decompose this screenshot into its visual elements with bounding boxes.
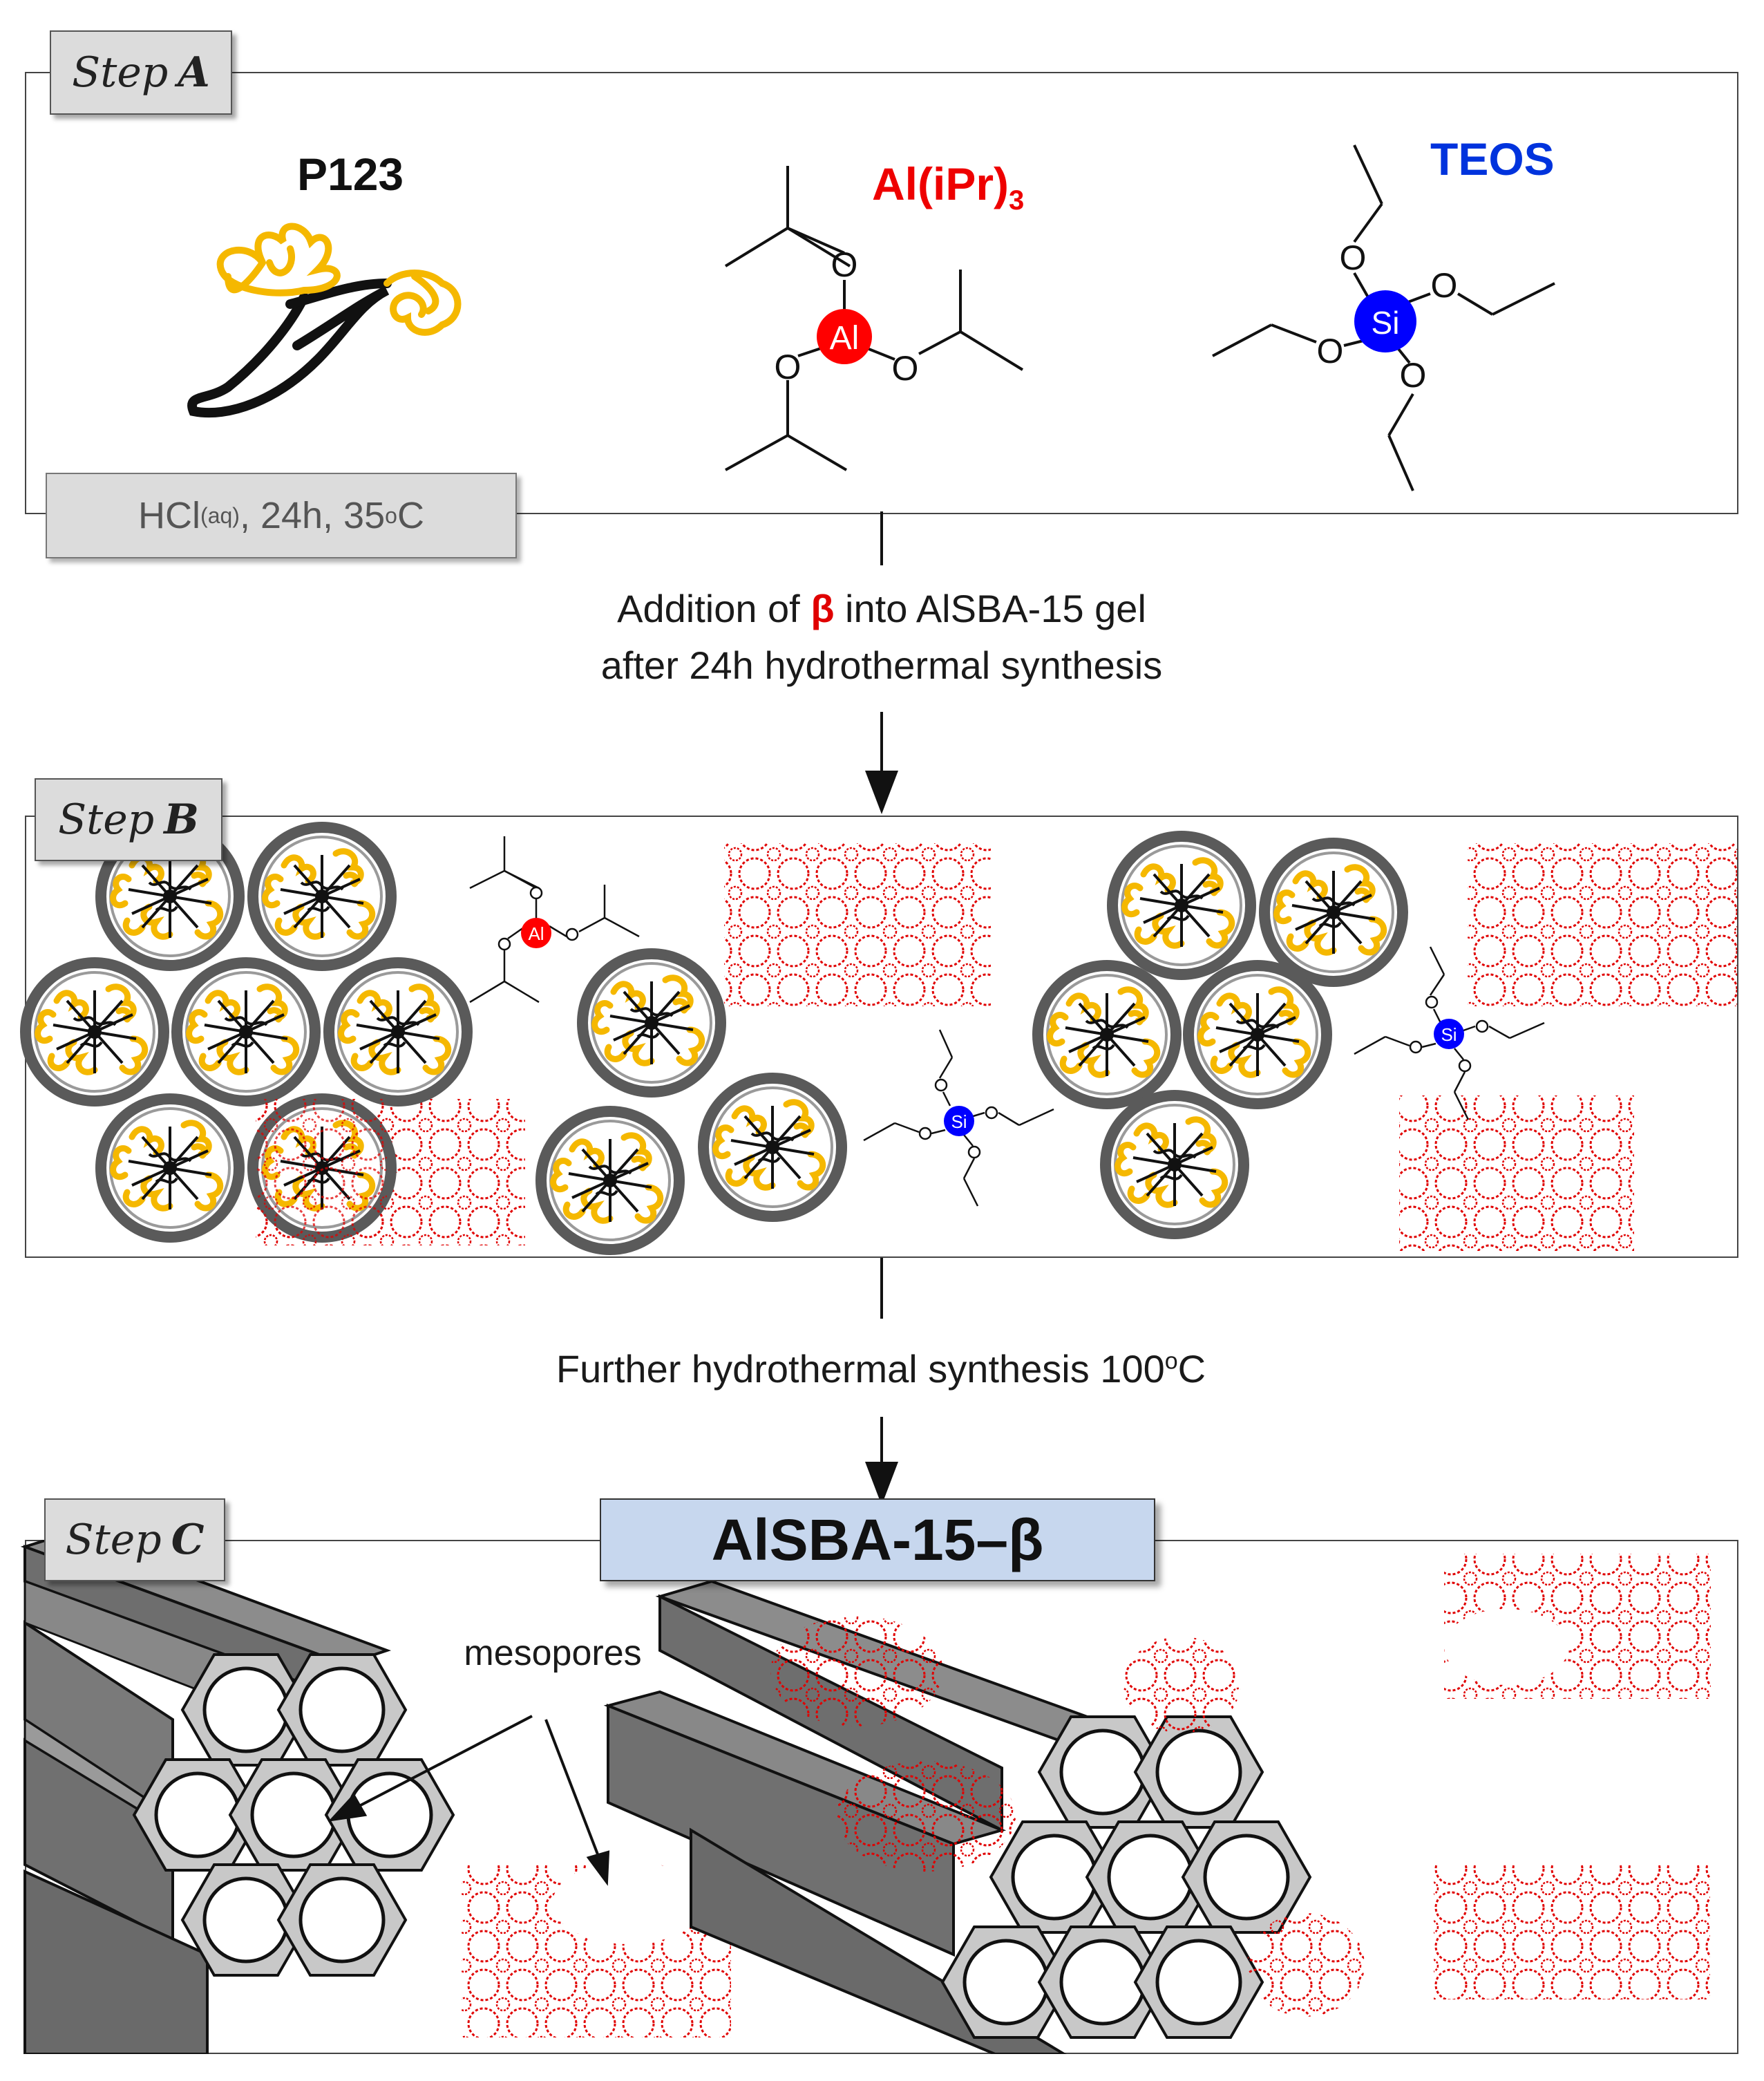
transition-2-caption: Further hydrothermal synthesis 100oC <box>556 1347 1206 1391</box>
al-ipr3-atoms: Al O O O <box>775 245 919 388</box>
beta-zeolite-fragment <box>770 1616 943 1726</box>
beta-zeolite-fragment <box>836 1761 1016 1872</box>
transition-1-arrow <box>865 511 898 814</box>
teos-small <box>1354 946 1545 1120</box>
oxygen-atom <box>985 1106 998 1120</box>
oxygen-atom <box>918 1127 932 1140</box>
teos-label: TEOS <box>1430 133 1555 185</box>
al-atom-label: Al <box>528 923 544 944</box>
al-ipr3-label: Al(iPr)3 <box>872 158 1025 216</box>
p123-head-right <box>383 270 462 336</box>
p123-micelle <box>253 827 391 966</box>
oxygen-atom: O <box>1431 266 1458 305</box>
product-title-box: AlSBA-15–β <box>600 1498 1155 1581</box>
al-atom-circle <box>817 309 872 364</box>
step-c-artwork <box>20 1540 1711 2054</box>
oxygen-atom <box>1409 1040 1423 1054</box>
oxygen-atom <box>497 937 511 951</box>
p123-micelle <box>26 963 164 1101</box>
beta-zeolite-crystal <box>724 843 991 1006</box>
step-b-artwork: Al Si <box>0 816 1737 1258</box>
teos-small <box>863 1029 1054 1207</box>
step-a-letter: A <box>178 48 210 97</box>
p123-micelle <box>1038 966 1176 1104</box>
mesopores-arrows <box>328 1715 610 1886</box>
al-atom-label: Al <box>830 320 860 357</box>
p123-micelle <box>101 1099 239 1237</box>
si-atom-label: Si <box>1441 1024 1457 1045</box>
teos-atoms: Si O O O O <box>1317 238 1458 395</box>
oxygen-atom: O <box>1317 332 1344 370</box>
oxygen-atom <box>1475 1019 1489 1033</box>
oxygen-atom <box>529 886 543 900</box>
p123-micelle <box>1112 836 1251 974</box>
mesopore-void <box>553 1861 705 1944</box>
si-atom-label: Si <box>1372 305 1400 341</box>
oxygen-atom: O <box>1400 356 1427 395</box>
p123-polymer <box>187 223 462 418</box>
p123-micelle <box>329 963 467 1101</box>
mesopores-label: mesopores <box>464 1633 642 1673</box>
p123-micelle <box>1264 843 1403 981</box>
oxygen-atom <box>1425 995 1439 1009</box>
product-title: AlSBA-15–β <box>711 1507 1044 1572</box>
beta-zeolite-fragment <box>1123 1637 1240 1733</box>
si-atom-label: Si <box>951 1111 967 1132</box>
oxygen-atom: O <box>892 349 919 388</box>
oxygen-atom <box>967 1145 981 1159</box>
mesopore-void <box>1444 1609 1568 1685</box>
p123-label: P123 <box>297 149 404 200</box>
transition-1-caption-line1: Addition of β into AlSBA-15 gel <box>617 587 1146 630</box>
oxygen-atom <box>565 927 579 941</box>
si-atom-circle <box>1354 290 1416 352</box>
si-atom-circle <box>944 1106 974 1136</box>
oxygen-atom: O <box>775 348 802 386</box>
oxygen-atom <box>934 1078 948 1092</box>
transition-2-arrow <box>865 1258 898 1505</box>
p123-micelle <box>1106 1095 1244 1234</box>
zeolite-overlap <box>256 1099 387 1245</box>
al-ipr3-small <box>469 836 640 1004</box>
p123-micelle <box>541 1111 679 1250</box>
beta-zeolite-crystal <box>1468 843 1737 1006</box>
beta-zeolite-fragment <box>1247 1913 1365 2017</box>
p123-micelle <box>582 954 721 1092</box>
oxygen-atom: O <box>831 245 858 284</box>
al-ipr3-molecule <box>724 166 1024 471</box>
p123-micelle <box>1188 966 1327 1104</box>
al-atom-circle <box>521 918 551 948</box>
p123-micelle <box>177 963 315 1101</box>
p123-micelle <box>703 1078 842 1216</box>
oxygen-atom <box>1458 1059 1472 1073</box>
step-a-word: Step <box>72 48 169 97</box>
transition-1-caption-line2: after 24h hydrothermal synthesis <box>600 643 1163 687</box>
beta-zeolite-crystal <box>1399 1095 1634 1251</box>
si-atom-circle <box>1434 1019 1464 1049</box>
sba15-left-bundle <box>20 1540 453 2054</box>
beta-zeolite-crystal <box>1434 1865 1710 1999</box>
oxygen-atom: O <box>1340 238 1367 277</box>
p123-head-left <box>216 223 341 296</box>
step-a-artwork: Al O O O Si O O O O <box>187 144 1555 491</box>
